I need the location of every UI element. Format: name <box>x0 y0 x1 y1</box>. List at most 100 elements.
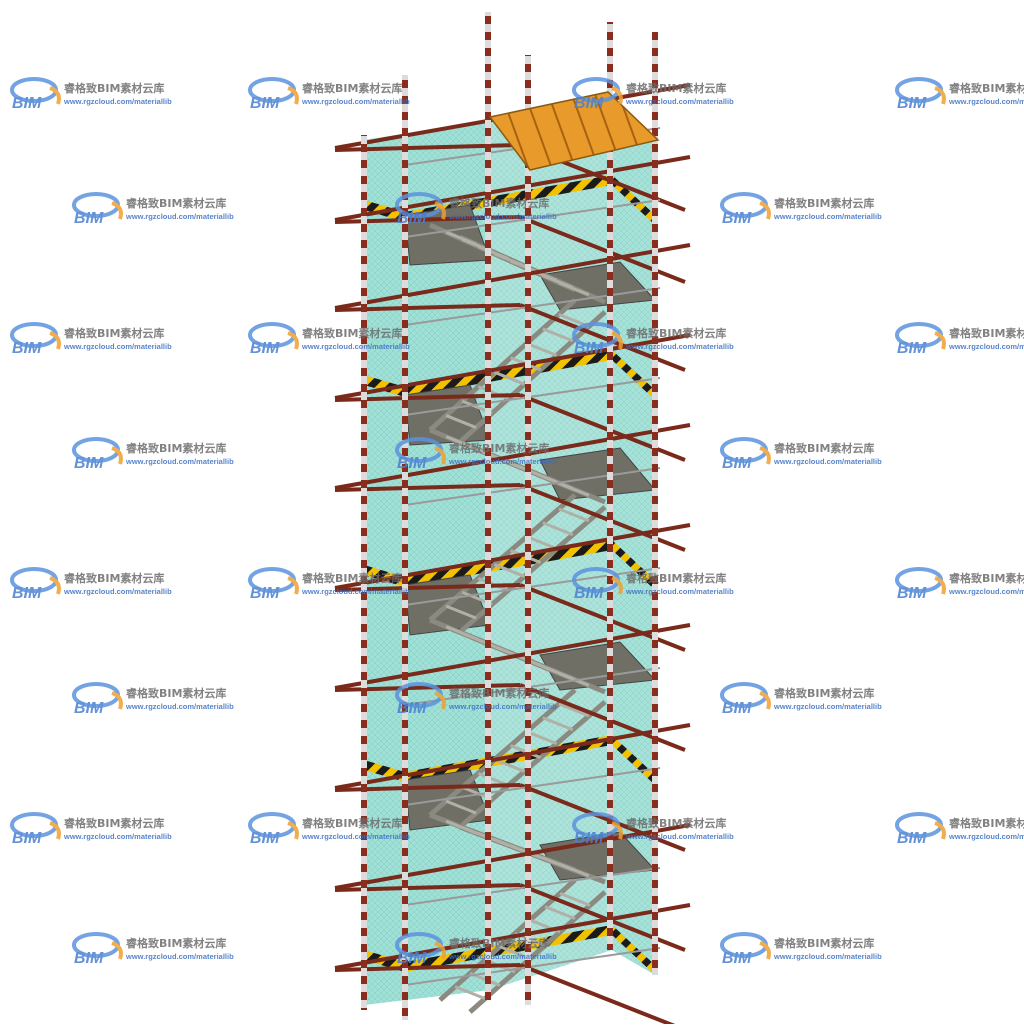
cloud-accent-icon <box>434 446 446 465</box>
watermark-name: 睿格致BIM素材云库 <box>626 816 726 830</box>
watermark-brand: BIM <box>574 585 604 602</box>
watermark-name: 睿格致BIM素材云库 <box>626 571 726 585</box>
scaffold-standard-pole <box>485 12 491 1000</box>
stair-stringer <box>458 505 607 634</box>
watermark-url: www.rgzcloud.com/materiallib <box>625 587 734 596</box>
cloud-accent-icon <box>759 201 771 220</box>
watermark: BIM 睿格致BIM素材云库 www.rgzcloud.com/materialli… <box>572 812 734 847</box>
cloud-accent-icon <box>287 86 299 105</box>
stair-tread <box>542 327 574 343</box>
ledger-back <box>334 243 691 310</box>
watermark-url: www.rgzcloud.com/materiallib <box>63 342 172 351</box>
stair-stringer <box>458 700 607 829</box>
watermark-url: www.rgzcloud.com/materiallib <box>125 702 234 711</box>
watermark-name: 睿格致BIM素材云库 <box>126 686 226 700</box>
watermark: BIM 睿格致BIM素材云库 www.rgzcloud.com/materialli… <box>572 77 734 112</box>
watermark-url: www.rgzcloud.com/materiallib <box>625 97 734 106</box>
cloud-accent-icon <box>49 576 61 595</box>
watermark-name: 睿格致BIM素材云库 <box>302 816 402 830</box>
watermark: BIM睿格致BIM素材云库www.rgzcloud.com/materialli… <box>720 682 882 717</box>
watermark-name: 睿格致BIM素材云库 <box>64 571 164 585</box>
cloud-accent-icon <box>287 331 299 350</box>
hazard-tape-right <box>612 540 655 590</box>
cloud-accent-icon <box>111 691 123 710</box>
watermark-name: 睿格致BIM素材云库 <box>302 571 402 585</box>
hazard-tape-right <box>612 735 655 785</box>
watermark-brand: BIM <box>12 340 42 357</box>
watermark: BIM睿格致BIM素材云库www.rgzcloud.com/materialli… <box>395 682 557 717</box>
cloud-accent-icon <box>759 446 771 465</box>
watermark-brand: BIM <box>897 95 927 112</box>
stair-stringer <box>438 878 577 1002</box>
cloud-accent-icon <box>934 331 946 350</box>
watermark-url: www.rgzcloud.com/materiallib <box>63 832 172 841</box>
stair-tread <box>454 985 486 1001</box>
watermark: BIM睿格致BIM素材云库www.rgzcloud.com/materialli… <box>72 682 234 717</box>
stair-tread <box>558 481 590 497</box>
watermark-brand: BIM <box>12 585 42 602</box>
stair-tread <box>477 771 509 787</box>
scaffold-standard-pole <box>525 55 531 1005</box>
watermark-brand: BIM <box>722 950 752 967</box>
watermark-brand: BIM <box>574 830 604 847</box>
watermark-brand: BIM <box>574 95 604 112</box>
watermark: BIM睿格致BIM素材云库www.rgzcloud.com/materialli… <box>395 932 557 967</box>
watermark-url: www.rgzcloud.com/materiallib <box>948 97 1024 106</box>
watermark-url: www.rgzcloud.com/materiallib <box>301 587 410 596</box>
cloud-accent-icon <box>611 331 623 350</box>
watermark-name: 睿格致BIM素材云库 <box>449 441 549 455</box>
watermark-url: www.rgzcloud.com/materiallib <box>63 97 172 106</box>
ledger-back <box>334 155 691 222</box>
watermark-url: www.rgzcloud.com/materiallib <box>773 952 882 961</box>
ledger-back <box>334 333 691 400</box>
watermark: BIM睿格致BIM素材云库www.rgzcloud.com/materialli… <box>720 437 882 472</box>
watermark: BIM睿格致BIM素材云库www.rgzcloud.com/materialli… <box>10 322 172 357</box>
cloud-accent-icon <box>434 941 446 960</box>
watermark-url: www.rgzcloud.com/materiallib <box>625 832 734 841</box>
cloud-accent-icon <box>434 201 446 220</box>
watermark-brand: BIM <box>897 585 927 602</box>
stair-tread <box>544 905 576 921</box>
watermark-layer: BIM 睿格致BIM素材云库 www.rgzcloud.com/materialli… <box>10 77 1024 967</box>
stair-tread <box>526 730 558 746</box>
watermark-brand: BIM <box>897 830 927 847</box>
watermark-url: www.rgzcloud.com/materiallib <box>301 832 410 841</box>
watermark: BIM睿格致BIM素材云库www.rgzcloud.com/materialli… <box>895 567 1024 602</box>
hazard-tape-left <box>364 565 405 587</box>
watermark: BIM睿格致BIM素材云库www.rgzcloud.com/materialli… <box>10 567 172 602</box>
watermark: BIM睿格致BIM素材云库www.rgzcloud.com/materialli… <box>895 812 1024 847</box>
stair-tread <box>542 716 574 732</box>
stair-tread <box>445 604 477 620</box>
ledger-back <box>334 423 691 490</box>
guard-rail <box>404 467 661 506</box>
watermark-name: 睿格致BIM素材云库 <box>449 196 549 210</box>
stair-tread <box>558 281 590 297</box>
watermark-name: 睿格致BIM素材云库 <box>64 81 164 95</box>
watermark: BIM 睿格致BIM素材云库 www.rgzcloud.com/materialli… <box>720 932 882 967</box>
watermark: BIM睿格致BIM素材云库www.rgzcloud.com/materialli… <box>10 77 172 112</box>
cloud-accent-icon <box>111 941 123 960</box>
stair-tread <box>493 758 526 773</box>
watermark-name: 睿格致BIM素材云库 <box>626 81 726 95</box>
ledger-back <box>334 823 691 890</box>
watermark-name: 睿格致BIM素材云库 <box>949 326 1024 340</box>
watermark-name: 睿格致BIM素材云库 <box>774 936 874 950</box>
watermark: BIM睿格致BIM素材云库www.rgzcloud.com/materialli… <box>72 437 234 472</box>
watermark-url: www.rgzcloud.com/materiallib <box>773 702 882 711</box>
watermark-url: www.rgzcloud.com/materiallib <box>448 702 557 711</box>
watermark-url: www.rgzcloud.com/materiallib <box>625 342 734 351</box>
watermark-brand: BIM <box>574 340 604 357</box>
watermark-brand: BIM <box>397 455 427 472</box>
ledger-back <box>334 523 691 590</box>
top-wood-deck <box>488 91 660 171</box>
scaffold-standard-pole <box>652 32 658 975</box>
watermark: BIM睿格致BIM素材云库www.rgzcloud.com/materialli… <box>395 192 557 227</box>
scaffold-standard-pole <box>361 135 367 1010</box>
hazard-tape-front <box>405 540 612 587</box>
ledger-right <box>519 963 686 1029</box>
scaffold-standards <box>361 12 658 1020</box>
guard-rail <box>404 867 661 906</box>
watermark-brand: BIM <box>397 700 427 717</box>
